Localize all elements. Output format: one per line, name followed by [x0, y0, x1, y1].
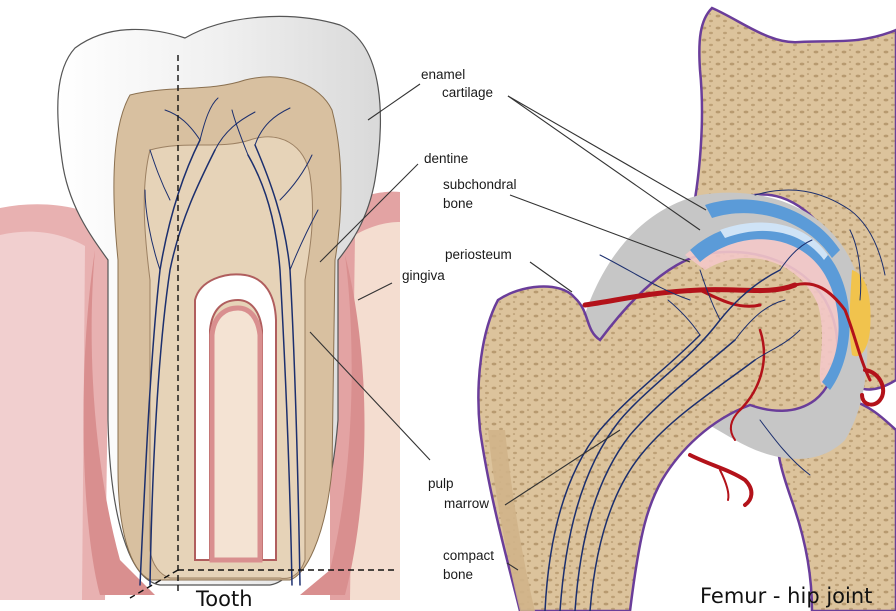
leader-cartilage-2	[508, 96, 700, 230]
caption-femur: Femur - hip joint	[700, 584, 872, 608]
caption-tooth: Tooth	[195, 587, 253, 611]
label-dentine: dentine	[424, 151, 468, 166]
label-subchondral-1: subchondral	[443, 177, 517, 192]
gingiva-left-inner	[0, 232, 85, 600]
label-subchondral-2: bone	[443, 196, 473, 211]
label-gingiva: gingiva	[402, 268, 445, 283]
label-cartilage: cartilage	[442, 85, 493, 100]
label-periosteum: periosteum	[445, 247, 512, 262]
label-enamel: enamel	[421, 67, 465, 82]
label-compact-1: compact	[443, 548, 494, 563]
interradicular-gum	[212, 308, 260, 560]
label-compact-2: bone	[443, 567, 473, 582]
leader-cartilage-1	[508, 96, 706, 210]
hip-illustration	[478, 8, 896, 611]
tooth-illustration	[0, 16, 400, 600]
label-pulp: pulp	[428, 476, 454, 491]
label-marrow: marrow	[444, 496, 489, 511]
